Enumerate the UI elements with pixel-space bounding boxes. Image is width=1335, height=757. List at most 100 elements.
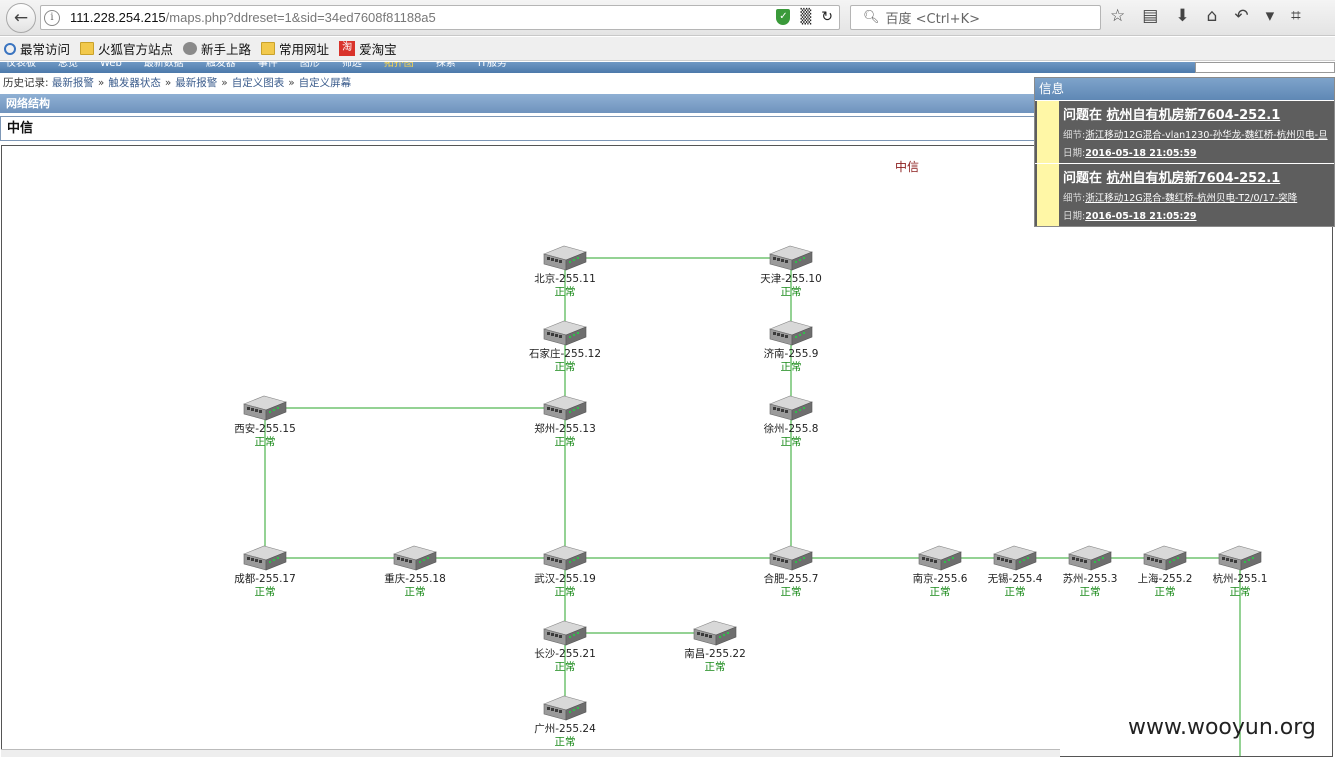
node-label: 重庆-255.18: [384, 573, 446, 585]
breadcrumb-link[interactable]: 触发器状态: [108, 77, 161, 89]
site-info-icon[interactable]: i: [44, 9, 60, 26]
bookmark-most-visited[interactable]: 最常访问: [4, 39, 70, 58]
nav-tab[interactable]: IT服务: [477, 62, 507, 69]
breadcrumb-link[interactable]: 自定义屏幕: [298, 77, 352, 89]
url-text: 111.228.254.215/maps.php?ddreset=1&sid=3…: [70, 10, 436, 25]
home-icon[interactable]: ⌂: [1206, 6, 1218, 26]
dropdown-icon[interactable]: ▾: [1265, 6, 1275, 26]
download-icon[interactable]: ⬇: [1175, 6, 1190, 26]
problem-host-link[interactable]: 杭州自有机房新7604-252.1: [1106, 108, 1281, 123]
search-input[interactable]: 🔍︎ 百度 <Ctrl+K>: [850, 5, 1101, 30]
severity-stripe: [1037, 101, 1059, 163]
nav-tab[interactable]: 拓扑图: [383, 62, 414, 69]
watermark: www.wooyun.org: [1128, 715, 1316, 740]
nav-tab[interactable]: 事件: [257, 62, 278, 69]
problem-item: 问题在 杭州自有机房新7604-252.1 细节:浙江移动12G混合-魏红桥-杭…: [1035, 164, 1334, 226]
node-label: 西安-255.15: [234, 423, 296, 435]
reading-list-icon[interactable]: ▤: [1142, 6, 1159, 26]
node-status: 正常: [554, 286, 576, 298]
problem-detail: 细节:浙江移动12G混合-vlan1230-孙华龙-魏红桥-杭州贝电-旦: [1063, 127, 1334, 141]
switch-icon: [520, 617, 610, 647]
folder-icon: [80, 42, 95, 55]
node-status: 正常: [780, 586, 802, 598]
nav-tab[interactable]: 探索: [435, 62, 456, 69]
switch-icon: [1195, 542, 1285, 572]
bookmark-common-sites[interactable]: 常用网址: [261, 39, 329, 58]
nav-tab[interactable]: 最新数据: [143, 62, 184, 69]
breadcrumb-link[interactable]: 自定义图表: [231, 77, 285, 89]
section-header: 网络结构: [0, 94, 1040, 113]
nav-tab[interactable]: 总览: [58, 62, 78, 69]
reload-icon[interactable]: ↻: [821, 9, 833, 25]
node-status: 正常: [554, 361, 576, 373]
switch-icon: [895, 542, 985, 572]
nav-tab[interactable]: 图形: [299, 62, 320, 69]
switch-icon: [520, 242, 610, 272]
bookmark-getting-started[interactable]: 新手上路: [183, 39, 251, 58]
browser-toolbar: ← i 111.228.254.215/maps.php?ddreset=1&s…: [0, 0, 1335, 36]
address-bar[interactable]: i 111.228.254.215/maps.php?ddreset=1&sid…: [40, 5, 840, 30]
nav-tab[interactable]: 触发器: [205, 62, 236, 69]
node-label: 徐州-255.8: [763, 423, 819, 435]
problem-date: 日期:2016-05-18 21:05:29: [1063, 208, 1334, 222]
nav-tab[interactable]: 仪表板: [6, 62, 36, 69]
detail-link[interactable]: 浙江移动12G混合-魏红桥-杭州贝电-T2/0/17-突降: [1085, 193, 1298, 204]
switch-icon: [370, 542, 460, 572]
node-status: 正常: [554, 436, 576, 448]
undo-icon[interactable]: ↶: [1234, 6, 1249, 26]
shield-icon[interactable]: ✓: [776, 9, 791, 25]
map-title: 中信: [0, 116, 1040, 141]
horizontal-scrollbar[interactable]: [1, 749, 1060, 757]
star-icon[interactable]: ☆: [1110, 6, 1126, 26]
node-label: 合肥-255.7: [763, 573, 819, 585]
breadcrumb-separator: »: [288, 77, 295, 89]
date-link[interactable]: 2016-05-18 21:05:29: [1085, 211, 1197, 222]
page-content: 仪表板 总览 Web 最新数据 触发器 事件 图形 筛选 拓扑图 探索 IT服务 历史记录: 最新报…: [0, 62, 1335, 757]
switch-icon: [1045, 542, 1135, 572]
qrcode-icon[interactable]: ▒: [800, 9, 812, 25]
switch-icon: [746, 317, 836, 347]
map-links: [264, 257, 1241, 756]
crop-icon[interactable]: ⌗: [1291, 6, 1301, 26]
bookmark-label: 常用网址: [279, 42, 330, 57]
back-button[interactable]: ←: [6, 3, 36, 33]
node-status: 正常: [780, 436, 802, 448]
switch-icon: [520, 692, 610, 722]
taobao-icon: 淘: [339, 41, 356, 56]
breadcrumb-separator: »: [164, 77, 172, 89]
page-search-input[interactable]: [1195, 62, 1335, 73]
switch-icon: [520, 542, 610, 572]
node-status: 正常: [554, 736, 576, 748]
nav-tab[interactable]: 筛选: [341, 62, 362, 69]
history-label: 历史记录:: [3, 77, 49, 89]
bookmark-taobao[interactable]: 淘爱淘宝: [339, 39, 397, 58]
problem-prefix: 问题在: [1063, 171, 1103, 186]
detail-link[interactable]: 浙江移动12G混合-vlan1230-孙华龙-魏红桥-杭州贝电-旦: [1085, 130, 1328, 141]
breadcrumb-link[interactable]: 最新报警: [51, 77, 94, 89]
problem-host-link[interactable]: 杭州自有机房新7604-252.1: [1106, 171, 1281, 186]
bookmark-firefox-site[interactable]: 火狐官方站点: [80, 39, 173, 58]
date-link[interactable]: 2016-05-18 21:05:59: [1085, 148, 1197, 159]
breadcrumb-link[interactable]: 最新报警: [175, 77, 218, 89]
nav-tab[interactable]: Web: [100, 62, 122, 69]
node-status: 正常: [780, 361, 802, 373]
